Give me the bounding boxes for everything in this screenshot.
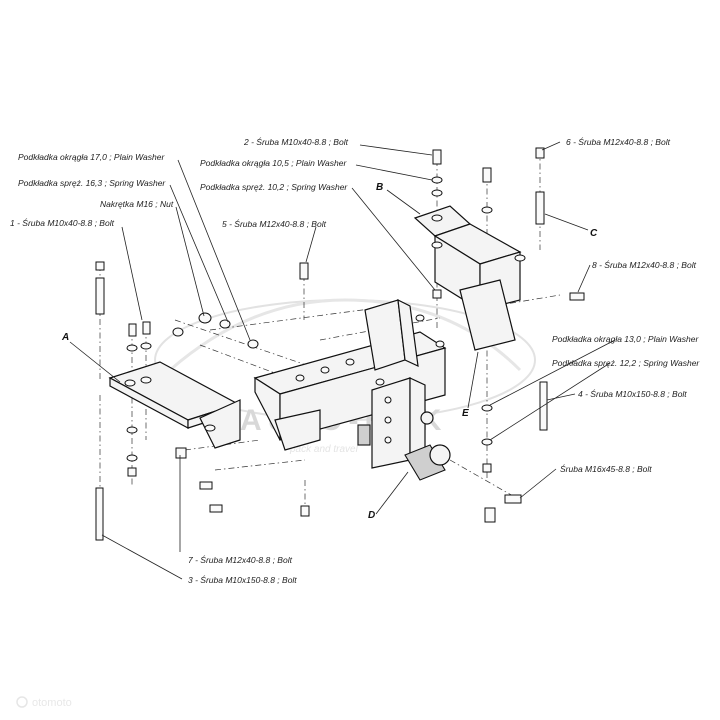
- watermark-sub: pack and travel: [289, 444, 359, 455]
- label-bolt-5: 5 - Śruba M12x40-8.8 ; Bolt: [222, 218, 327, 229]
- leader-lines: [69, 141, 616, 580]
- label-bolt-1: 1 - Śruba M10x40-8.8 ; Bolt: [10, 217, 115, 228]
- label-bolt-3: 3 - Śruba M10x150-8.8 ; Bolt: [188, 574, 297, 585]
- label-bolt-4: 4 - Śruba M10x150-8.8 ; Bolt: [578, 388, 687, 399]
- label-bolt-7: 7 - Śruba M12x40-8.8 ; Bolt: [188, 554, 293, 565]
- label-spring-washer-16-3: Podkładka spręż. 16,3 ; Spring Washer: [18, 178, 166, 188]
- bracket-b: [413, 205, 526, 351]
- part-letter-d: D: [368, 510, 375, 521]
- label-nut-m16: Nakrętka M16 ; Nut: [100, 199, 174, 209]
- label-bolt-6: 6 - Śruba M12x40-8.8 ; Bolt: [566, 136, 671, 147]
- label-washer-10-5: Podkładka okrągła 10,5 ; Plain Washer: [200, 158, 347, 168]
- fasteners: [95, 147, 585, 541]
- label-bolt-m16: Śruba M16x45-8.8 ; Bolt: [560, 463, 652, 474]
- label-bolt-2: 2 - Śruba M10x40-8.8 ; Bolt: [243, 136, 349, 147]
- site-overlay-text: otomoto: [32, 697, 72, 709]
- label-washer-17: Podkładka okrągła 17,0 ; Plain Washer: [18, 152, 165, 162]
- part-letter-b: B: [376, 182, 383, 193]
- site-overlay: otomoto: [16, 696, 72, 709]
- bracket-a: [108, 361, 241, 449]
- part-letter-e: E: [462, 408, 469, 419]
- label-washer-13: Podkładka okrągła 13,0 ; Plain Washer: [552, 334, 699, 344]
- label-spring-washer-10-2: Podkładka spręż. 10,2 ; Spring Washer: [200, 182, 348, 192]
- tow-ball-d: [404, 411, 451, 481]
- callout-labels: 2 - Śruba M10x40-8.8 ; Bolt 6 - Śruba M1…: [10, 136, 700, 585]
- hitch-plate: [357, 377, 426, 469]
- part-letters: A B C D E: [61, 182, 598, 521]
- label-spring-washer-12-2: Podkładka spręż. 12,2 ; Spring Washer: [552, 358, 700, 368]
- label-bolt-8: 8 - Śruba M12x40-8.8 ; Bolt: [592, 259, 697, 270]
- part-letter-a: A: [61, 332, 69, 343]
- part-letter-c: C: [590, 228, 598, 239]
